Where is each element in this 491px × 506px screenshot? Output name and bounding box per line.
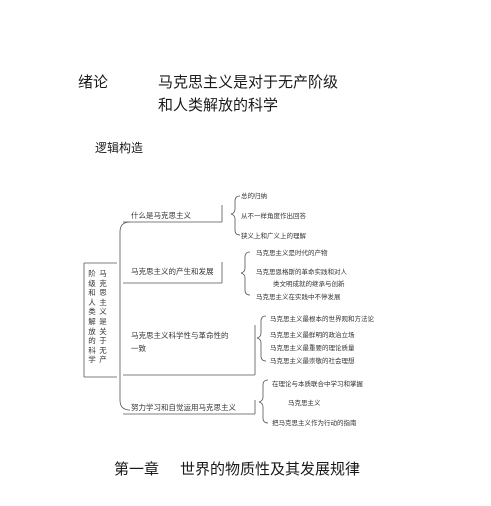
branch-scientific-revolutionary-line2: 一致	[131, 344, 146, 353]
logic-heading: 逻辑构造	[95, 141, 144, 155]
branch3-item-2: 马克思主义最鲜明的政治立场	[270, 331, 355, 339]
root-text-col1: 阶级和人类解放的科学	[88, 269, 96, 365]
branch1-item-1: 总的归纳	[241, 192, 267, 200]
branch4-item-2: 马克思主义	[288, 399, 321, 407]
root-text-col2: 马克思主义是关于无产	[99, 269, 107, 365]
intro-title-line2: 和人类解放的科学	[158, 96, 279, 114]
chapter-label: 第一章	[114, 460, 160, 478]
branch-scientific-revolutionary-line1: 马克思主义科学性与革命性的	[131, 331, 229, 340]
branch3-item-4: 马克思主义最崇敬的社会理想	[270, 357, 355, 365]
intro-label: 绪论	[78, 73, 109, 91]
branch1-item-3: 狭义上和广义上的理解	[241, 232, 306, 240]
branch2-item-3: 类文明成就的继承与创新	[273, 280, 345, 288]
intro-title-line1: 马克思主义是对于无产阶级	[158, 73, 339, 91]
branch-what-is-marxism: 什么是马克思主义	[131, 211, 191, 220]
branch2-item-4: 马克思主义在实践中不停发展	[256, 293, 341, 301]
branch2-item-2: 马克思恩格斯的革命实践和对人	[256, 268, 347, 276]
branch2-item-1: 马克思主义是时代的产物	[256, 249, 328, 257]
branch-origin-development: 马克思主义的产生和发展	[131, 267, 214, 276]
branch-study-apply: 努力学习和自觉运用马克思主义	[131, 403, 236, 412]
branch3-item-3: 马克思主义最重要的理论质量	[270, 344, 355, 352]
branch4-item-1: 在理论与本质联合中学习和掌握	[272, 380, 363, 388]
branch3-item-1: 马克思主义最根本的世界观和方法论	[270, 315, 374, 323]
branch1-item-2: 从不一样角度作出回答	[241, 212, 306, 220]
branch4-item-3: 把马克思主义作为行动的指南	[272, 419, 357, 427]
chapter-title: 世界的物质性及其发展规律	[180, 460, 361, 478]
